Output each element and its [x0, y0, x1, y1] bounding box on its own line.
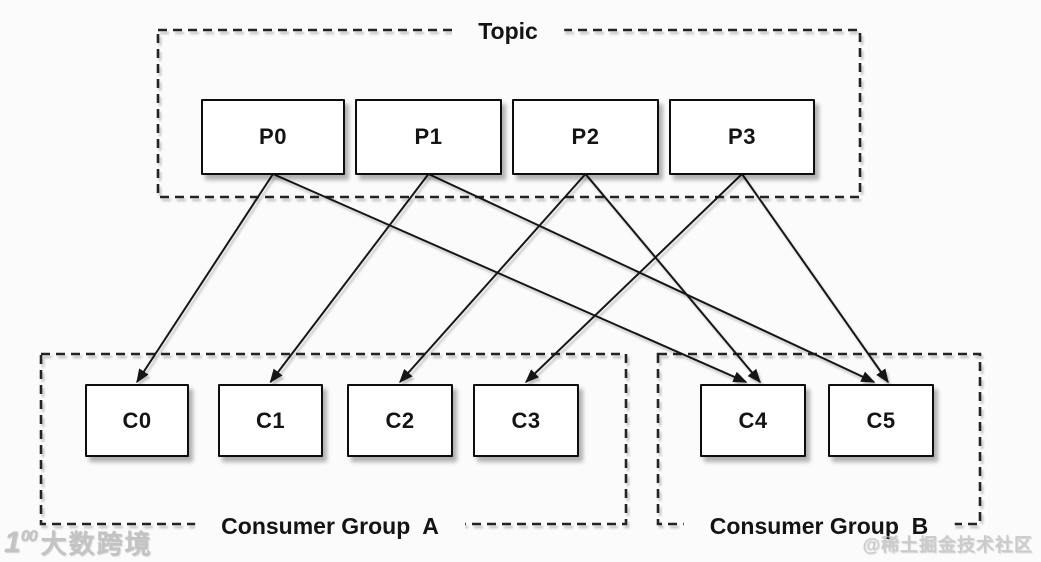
partition-box-p1: P1	[355, 99, 502, 175]
consumer-label-c4: C4	[738, 407, 768, 433]
consumer-box-c5: C5	[828, 384, 934, 457]
partition-consumer-connections	[136, 173, 889, 384]
arrow-P0-to-C0	[136, 173, 274, 384]
consumer-box-c1: C1	[218, 384, 323, 457]
consumer-label-c3: C3	[511, 407, 541, 433]
watermark-bottom-right: @稀土掘金技术社区	[862, 535, 1033, 555]
arrow-P1-to-C5	[428, 173, 876, 383]
partition-label-p0: P0	[259, 124, 287, 149]
arrow-P3-to-C3	[524, 173, 743, 383]
arrow-P0-to-C4	[272, 173, 748, 383]
consumer-box-c4: C4	[700, 384, 806, 457]
consumer-box-c3: C3	[473, 384, 579, 457]
topic-label: Topic	[452, 16, 564, 46]
watermark-logo-icon: 100	[4, 525, 37, 559]
consumer-label-c0: C0	[122, 407, 152, 433]
partition-box-p0: P0	[201, 99, 345, 175]
consumer-label-c2: C2	[385, 407, 415, 433]
partition-label-p2: P2	[571, 124, 600, 149]
consumer-label-c1: C1	[255, 407, 286, 433]
consumer-box-c0: C0	[85, 384, 189, 457]
arrow-P3-to-C5	[741, 173, 889, 384]
arrow-P2-to-C4	[584, 173, 761, 384]
consumer-group-a-boundary	[39, 352, 628, 526]
consumer-label-c5: C5	[866, 407, 896, 433]
partition-box-p3: P3	[669, 99, 815, 175]
arrow-P2-to-C2	[399, 173, 587, 384]
arrow-P1-to-C1	[269, 173, 430, 384]
watermark-left-text: 大数跨境	[40, 529, 153, 559]
watermark-bottom-left: 100 大数跨境	[4, 524, 153, 561]
consumer-group-b-label: Consumer Group B	[683, 511, 955, 541]
consumer-group-a-label: Consumer Group A	[195, 511, 465, 541]
consumer-box-c2: C2	[347, 384, 453, 457]
partition-label-p1: P1	[414, 124, 443, 149]
partition-box-p2: P2	[512, 99, 659, 175]
partition-label-p3: P3	[728, 124, 756, 149]
